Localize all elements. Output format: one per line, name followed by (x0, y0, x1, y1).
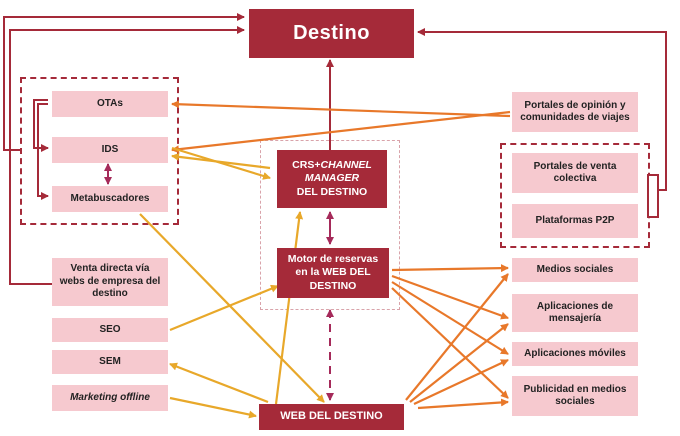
sem-node: SEM (52, 350, 168, 374)
arrow-web-moviles (413, 359, 509, 405)
right-connector-tab (647, 174, 659, 218)
arrow-motor-moviles (391, 281, 509, 355)
arrow-seo-motor (169, 284, 279, 332)
arrow-internal-meta (37, 103, 49, 200)
arrow-web-sem (169, 362, 269, 404)
portales-venta-node: Portales de venta colectiva (512, 153, 638, 193)
arrow-web-medios (405, 273, 509, 401)
mensajeria-node: Aplicaciones de mensajería (512, 294, 638, 332)
moviles-node: Aplicaciones móviles (512, 342, 638, 366)
arrow-venta-to-destino (9, 26, 245, 285)
destino-node: Destino (249, 9, 414, 58)
arrow-left-outer-to-destino (3, 13, 245, 151)
portales-opinion-node: Portales de opinión y comunidades de via… (512, 92, 638, 132)
crs-prefix: CRS+ (292, 159, 321, 172)
arrow-internal-ids (33, 99, 49, 152)
crs-node: CRS+CHANNEL MANAGER DEL DESTINO (277, 150, 387, 208)
plataformas-p2p-node: Plataformas P2P (512, 204, 638, 238)
venta-directa-node: Venta directa vía webs de empresa del de… (52, 258, 168, 306)
crs-italic: CHANNEL MANAGER (304, 159, 372, 185)
arrow-web-crs (274, 211, 304, 405)
ids-node: IDS (52, 137, 168, 163)
arrow-web-mensajeria (409, 323, 509, 403)
medios-sociales-node: Medios sociales (512, 258, 638, 282)
otas-node: OTAs (52, 91, 168, 117)
arrow-marketing-web (169, 396, 257, 419)
seo-node: SEO (52, 318, 168, 342)
arrow-motor-medios (391, 264, 509, 273)
publicidad-node: Publicidad en medios sociales (512, 376, 638, 416)
arrow-web-publicidad (417, 398, 509, 410)
arrow-meta-web (139, 213, 325, 403)
arrow-motor-mensajeria (391, 274, 509, 320)
arrow-portal-ids (171, 110, 511, 154)
web-node: WEB DEL DESTINO (259, 404, 404, 430)
crs-line-1: CRS+CHANNEL MANAGER (277, 159, 387, 185)
metabuscadores-node: Metabuscadores (52, 186, 168, 212)
crs-suffix: DEL DESTINO (296, 185, 368, 198)
arrow-portal-otas (171, 100, 511, 118)
marketing-offline-node: Marketing offline (52, 385, 168, 411)
motor-node: Motor de reservas en la WEB DEL DESTINO (277, 248, 389, 298)
arrow-crs-ids (171, 152, 271, 170)
arrow-motor-publicidad (391, 287, 509, 399)
